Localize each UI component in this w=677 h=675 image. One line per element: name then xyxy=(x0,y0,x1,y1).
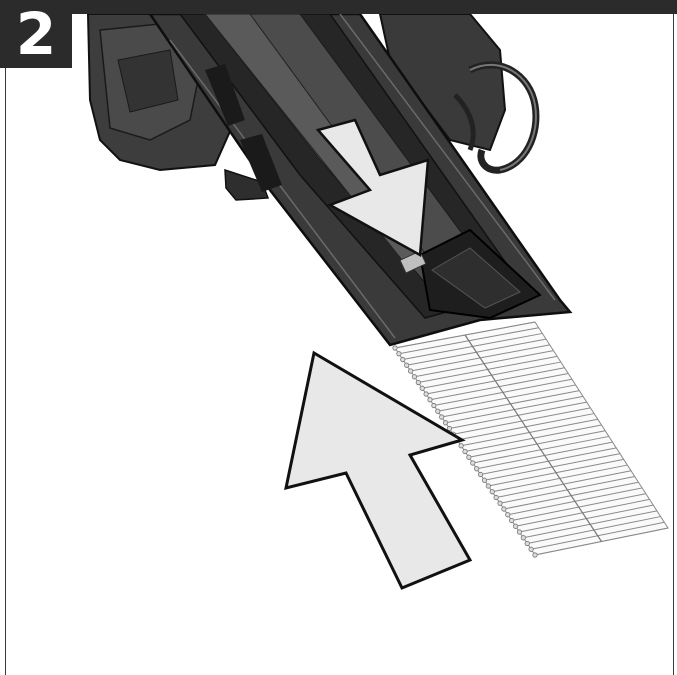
top-frame-bar xyxy=(0,0,677,14)
right-frame-rule xyxy=(673,14,674,675)
nail-head xyxy=(432,403,436,407)
nail-head xyxy=(525,541,529,545)
nail-head xyxy=(416,380,420,384)
nail-head xyxy=(467,455,471,459)
step-badge: 2 xyxy=(0,0,72,68)
nail-head xyxy=(401,357,405,361)
nail-head xyxy=(474,467,478,471)
nail-head xyxy=(408,369,412,373)
nail-head xyxy=(439,415,443,419)
nail-head xyxy=(397,352,401,356)
step-number: 2 xyxy=(16,5,56,63)
left-frame-rule xyxy=(5,14,6,675)
nail-head xyxy=(459,444,463,448)
nail-head xyxy=(521,536,525,540)
nail-head xyxy=(478,472,482,476)
nail-head xyxy=(393,346,397,350)
nail-head xyxy=(482,478,486,482)
nail-head xyxy=(424,392,428,396)
nail-head xyxy=(463,449,467,453)
nail-head xyxy=(506,513,510,517)
nail-head xyxy=(533,553,537,557)
nail-head xyxy=(517,530,521,534)
nail-head xyxy=(513,524,517,528)
nail-head xyxy=(443,421,447,425)
nail-head xyxy=(490,490,494,494)
nail-head xyxy=(509,518,513,522)
nail-head xyxy=(420,386,424,390)
nail-head xyxy=(404,363,408,367)
nail-head xyxy=(502,507,506,511)
nail-head xyxy=(486,484,490,488)
nail-head xyxy=(412,375,416,379)
nail-head xyxy=(436,409,440,413)
nail-head xyxy=(494,495,498,499)
nail-head xyxy=(529,547,533,551)
nail-head xyxy=(428,398,432,402)
nail-head xyxy=(471,461,475,465)
nail-head xyxy=(498,501,502,505)
